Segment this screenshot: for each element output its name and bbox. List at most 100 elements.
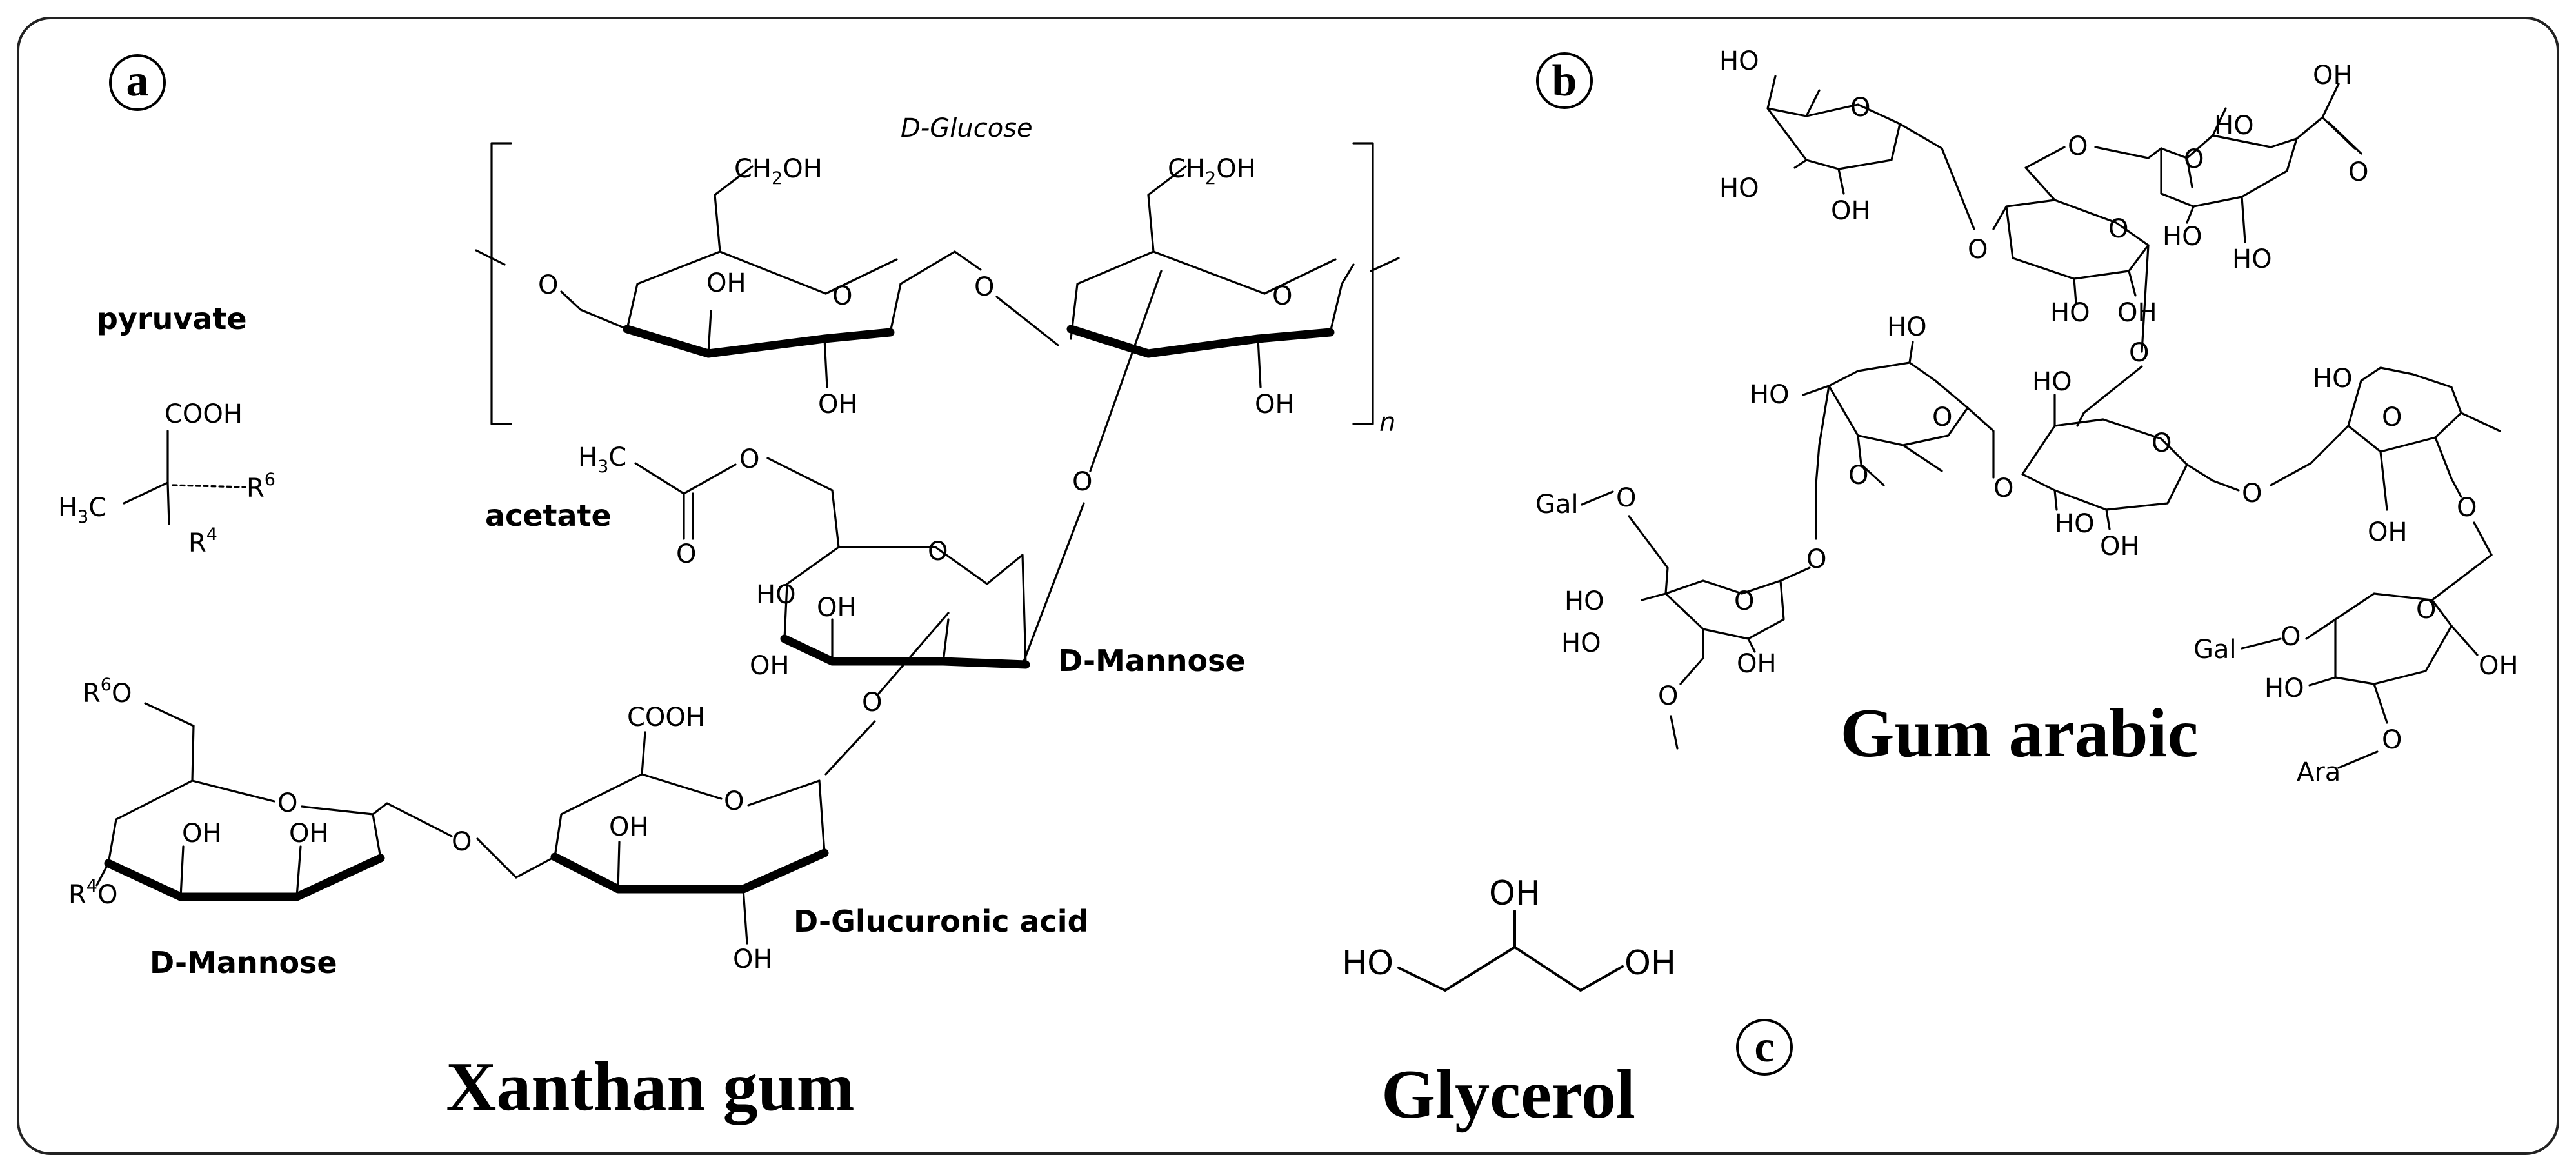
svg-text:OH: OH — [818, 390, 858, 419]
svg-text:OH: OH — [1255, 390, 1295, 419]
svg-text:O: O — [2108, 214, 2128, 244]
svg-text:O: O — [1968, 235, 1988, 265]
svg-text:O: O — [676, 539, 696, 569]
label-d-mannose-inner: D-Mannose — [1058, 643, 1246, 678]
title-glycerol: Glycerol — [1381, 1056, 1635, 1133]
gum-ring-lower-left: Gal O HO O HO OH O O — [1535, 483, 1826, 750]
svg-text:OH: OH — [706, 268, 746, 298]
svg-text:HO: HO — [2214, 111, 2254, 141]
svg-text:OH: OH — [750, 651, 790, 681]
panel-a-xanthan-gum: a n O CH2OH OH OH O O — [58, 54, 1400, 1125]
glucose-ring-2: O CH2OH OH — [1066, 154, 1355, 419]
svg-text:Ara: Ara — [2297, 757, 2341, 787]
svg-text:OH: OH — [2313, 61, 2353, 90]
svg-text:O: O — [1932, 403, 1952, 432]
svg-text:R4: R4 — [188, 525, 217, 558]
glucuronic-acid-ring: COOH O OH OH — [515, 703, 829, 974]
svg-text:COOH: COOH — [165, 399, 243, 429]
svg-text:CH2OH: CH2OH — [1168, 154, 1256, 188]
svg-text:HO: HO — [2032, 367, 2072, 397]
svg-text:OH: OH — [2479, 651, 2519, 681]
svg-text:H3C: H3C — [578, 443, 626, 477]
repeat-bracket-right — [1352, 142, 1374, 425]
label-d-mannose-outer: D-Mannose — [150, 945, 337, 980]
glycerol-oh-top: OH — [1489, 874, 1541, 913]
panel-b-badge — [1536, 52, 1593, 109]
svg-text:HO: HO — [1564, 586, 1604, 616]
svg-text:O: O — [2281, 622, 2301, 652]
svg-text:O: O — [2068, 132, 2088, 161]
svg-text:OH: OH — [2368, 517, 2408, 547]
glycosidic-o-2: O — [452, 827, 472, 857]
backbone-bond-right — [1370, 257, 1400, 272]
label-d-glucuronic-acid: D-Glucuronic acid — [794, 904, 1089, 939]
svg-text:OH: OH — [1831, 196, 1871, 226]
glucose-ring-1: O CH2OH OH OH O — [538, 154, 956, 419]
mannose-ring-inner: O HO OH OH — [750, 489, 1030, 681]
svg-text:O: O — [2382, 403, 2402, 432]
svg-text:O: O — [2129, 338, 2149, 368]
svg-text:O: O — [862, 688, 882, 717]
figure-frame — [17, 17, 2559, 1155]
svg-text:O: O — [1848, 461, 1868, 490]
label-acetate: acetate — [485, 498, 612, 533]
svg-text:H3C: H3C — [58, 493, 106, 527]
svg-text:O: O — [538, 270, 558, 300]
svg-text:O: O — [2382, 725, 2402, 755]
svg-text:OH: OH — [733, 945, 773, 974]
svg-text:OH: OH — [609, 812, 649, 842]
svg-text:O: O — [724, 787, 744, 816]
repeat-n-label: n — [1379, 408, 1395, 437]
gum-ring-middle-left: HO HO O O O — [1750, 312, 2013, 503]
title-xanthan-gum: Xanthan gum — [446, 1048, 854, 1125]
repeat-bracket-left — [490, 142, 512, 425]
svg-text:HO: HO — [2050, 298, 2090, 328]
svg-text:OH: OH — [1737, 649, 1777, 679]
svg-text:O: O — [2184, 145, 2204, 174]
svg-text:O: O — [928, 537, 948, 566]
svg-text:O: O — [1993, 474, 2013, 503]
svg-text:HO: HO — [2264, 674, 2304, 703]
glycosidic-o-1: O — [974, 272, 994, 302]
gum-ring-lower-right: Gal O O OH HO O Ara — [2193, 554, 2519, 787]
svg-text:HO: HO — [1750, 380, 1790, 410]
svg-text:O: O — [1734, 586, 1754, 616]
gum-ring-central: HO O HO OH O — [2021, 367, 2312, 561]
svg-text:CH2OH: CH2OH — [734, 154, 823, 188]
svg-text:Gal: Gal — [2193, 635, 2237, 665]
svg-text:HO: HO — [1719, 174, 1759, 203]
svg-text:O: O — [277, 788, 297, 818]
svg-text:O: O — [1072, 467, 1092, 497]
svg-text:HO: HO — [2232, 245, 2272, 274]
svg-text:O: O — [2242, 479, 2262, 508]
svg-text:HO: HO — [2313, 364, 2353, 394]
panel-a-badge — [109, 54, 166, 111]
svg-text:O: O — [2457, 493, 2477, 523]
svg-text:O: O — [2152, 428, 2172, 458]
svg-text:R6: R6 — [246, 470, 275, 503]
svg-text:HO: HO — [2055, 509, 2095, 539]
backbone-bond-left — [475, 249, 506, 266]
mannose-ring-outer: R6O O OH OH R4O — [68, 675, 385, 910]
gum-ring-top-center: O O HO OH — [1992, 132, 2162, 353]
panel-c-letter: c — [1754, 1022, 1774, 1072]
gum-ring-middle-right: HO O OH O — [2310, 364, 2501, 556]
svg-text:R4O: R4O — [68, 876, 117, 910]
svg-text:R6O: R6O — [83, 675, 132, 708]
svg-text:HO: HO — [1719, 46, 1759, 76]
svg-text:OH: OH — [817, 593, 857, 623]
panel-c-badge — [1736, 1019, 1793, 1076]
svg-text:OH: OH — [182, 819, 222, 848]
svg-text:COOH: COOH — [627, 703, 705, 732]
gum-ring-top-left: HO HO OH O O — [1719, 46, 1988, 265]
svg-text:OH: OH — [289, 819, 329, 848]
glycerol-oh-right: OH — [1624, 944, 1676, 983]
svg-text:O: O — [832, 281, 852, 311]
pyruvate-structure: COOH H3C R6 R4 — [58, 399, 275, 558]
svg-text:O: O — [739, 445, 759, 474]
svg-text:HO: HO — [2162, 222, 2202, 252]
label-pyruvate: pyruvate — [97, 301, 247, 336]
label-d-glucose: D-Glucose — [901, 114, 1033, 143]
panel-a-letter: a — [126, 56, 149, 106]
